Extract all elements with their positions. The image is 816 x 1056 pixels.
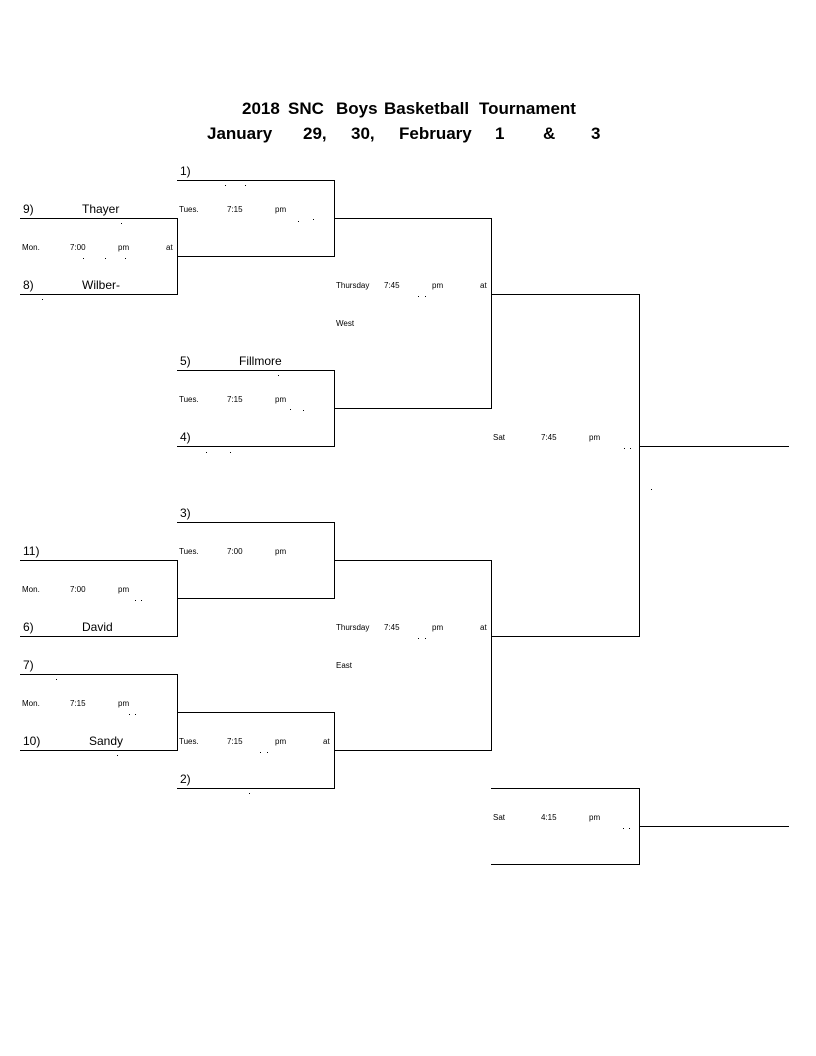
team-thayer: Thayer — [82, 202, 120, 216]
seed-1: 1) — [180, 164, 191, 178]
game-ampm: pm — [432, 623, 444, 632]
game-day: Tues. — [179, 737, 199, 746]
line-winner-11-6 — [177, 598, 334, 599]
line-semi-east-bottom — [334, 750, 491, 751]
title-boys: Boys — [336, 99, 378, 118]
game-ampm: pm — [275, 395, 287, 404]
date-3: 3 — [591, 124, 601, 143]
game-ampm: pm — [275, 547, 287, 556]
title-year: 2018 — [242, 99, 280, 118]
line-winner-9-8 — [177, 256, 334, 257]
team-david: David — [82, 620, 113, 634]
line-seed6 — [20, 636, 177, 637]
game-ampm: pm — [118, 243, 130, 252]
game-day: Tues. — [179, 547, 199, 556]
seed-6: 6) — [23, 620, 34, 634]
line-final-top — [491, 294, 639, 295]
seed-3: 3) — [180, 506, 191, 520]
game-site: West — [336, 319, 355, 328]
seed-8: 8) — [23, 278, 34, 292]
date-ampersand: & — [543, 124, 556, 143]
title-tournament: Tournament — [479, 99, 576, 118]
line-final — [639, 294, 640, 637]
team-wilber: Wilber- — [82, 278, 120, 292]
game-day: Thursday — [336, 281, 370, 290]
game-ampm: pm — [275, 205, 287, 214]
line-seed5 — [177, 370, 334, 371]
line-seed10 — [20, 750, 177, 751]
line-semi-west — [491, 218, 492, 409]
game-day: Mon. — [22, 243, 40, 252]
line-seed1 — [177, 180, 334, 181]
team-sandy: Sandy — [89, 734, 124, 748]
date-1: 1 — [495, 124, 505, 143]
seed-5: 5) — [180, 354, 191, 368]
date-30: 30, — [351, 124, 375, 143]
game-time: 7:15 — [227, 395, 243, 404]
game-at: at — [480, 281, 487, 290]
line-consolation-winner — [639, 826, 789, 827]
seed-10: 10) — [23, 734, 41, 748]
game-ampm: pm — [432, 281, 444, 290]
line-champion — [639, 446, 789, 447]
date-january: January — [207, 124, 273, 143]
game-ampm: pm — [589, 813, 601, 822]
game-at: at — [323, 737, 330, 746]
game-time: 7:00 — [70, 243, 86, 252]
seed-9: 9) — [23, 202, 34, 216]
game-time: 7:45 — [541, 433, 557, 442]
line-seed11 — [20, 560, 177, 561]
game-day: Tues. — [179, 395, 199, 404]
game-ampm: pm — [118, 585, 130, 594]
game-at: at — [166, 243, 173, 252]
line-semi-east — [491, 560, 492, 751]
game-day: Sat — [493, 813, 506, 822]
seed-11: 11) — [23, 544, 40, 558]
game-day: Thursday — [336, 623, 370, 632]
line-seed3 — [177, 522, 334, 523]
team-fillmore: Fillmore — [239, 354, 282, 368]
game-day: Mon. — [22, 699, 40, 708]
game-day: Tues. — [179, 205, 199, 214]
game-ampm: pm — [275, 737, 287, 746]
line-final-bottom — [491, 636, 639, 637]
game-time: 7:00 — [227, 547, 243, 556]
game-time: 7:45 — [384, 623, 400, 632]
game-at: at — [480, 623, 487, 632]
seed-2: 2) — [180, 772, 191, 786]
game-time: 7:15 — [70, 699, 86, 708]
game-site: East — [336, 661, 353, 670]
seed-7: 7) — [23, 658, 34, 672]
date-february: February — [399, 124, 472, 143]
line-consolation-bottom — [491, 864, 639, 865]
line-seed4 — [177, 446, 334, 447]
date-29: 29, — [303, 124, 327, 143]
title-sport: Basketball — [384, 99, 470, 118]
line-seed7 — [20, 674, 177, 675]
line-seed2 — [177, 788, 334, 789]
game-time: 7:15 — [227, 205, 243, 214]
line-semi-east-top — [334, 560, 491, 561]
line-consolation-top — [491, 788, 639, 789]
game-time: 7:00 — [70, 585, 86, 594]
game-day: Mon. — [22, 585, 40, 594]
game-time: 7:45 — [384, 281, 400, 290]
seed-4: 4) — [180, 430, 191, 444]
game-ampm: pm — [118, 699, 130, 708]
line-seed9 — [20, 218, 177, 219]
game-time: 7:15 — [227, 737, 243, 746]
game-ampm: pm — [589, 433, 601, 442]
game-time: 4:15 — [541, 813, 557, 822]
title-conference: SNC — [288, 99, 324, 118]
line-seed8 — [20, 294, 177, 295]
line-winner-7-10 — [177, 712, 334, 713]
line-semi-west-bottom — [334, 408, 491, 409]
game-day: Sat — [493, 433, 506, 442]
line-semi-west-top — [334, 218, 491, 219]
